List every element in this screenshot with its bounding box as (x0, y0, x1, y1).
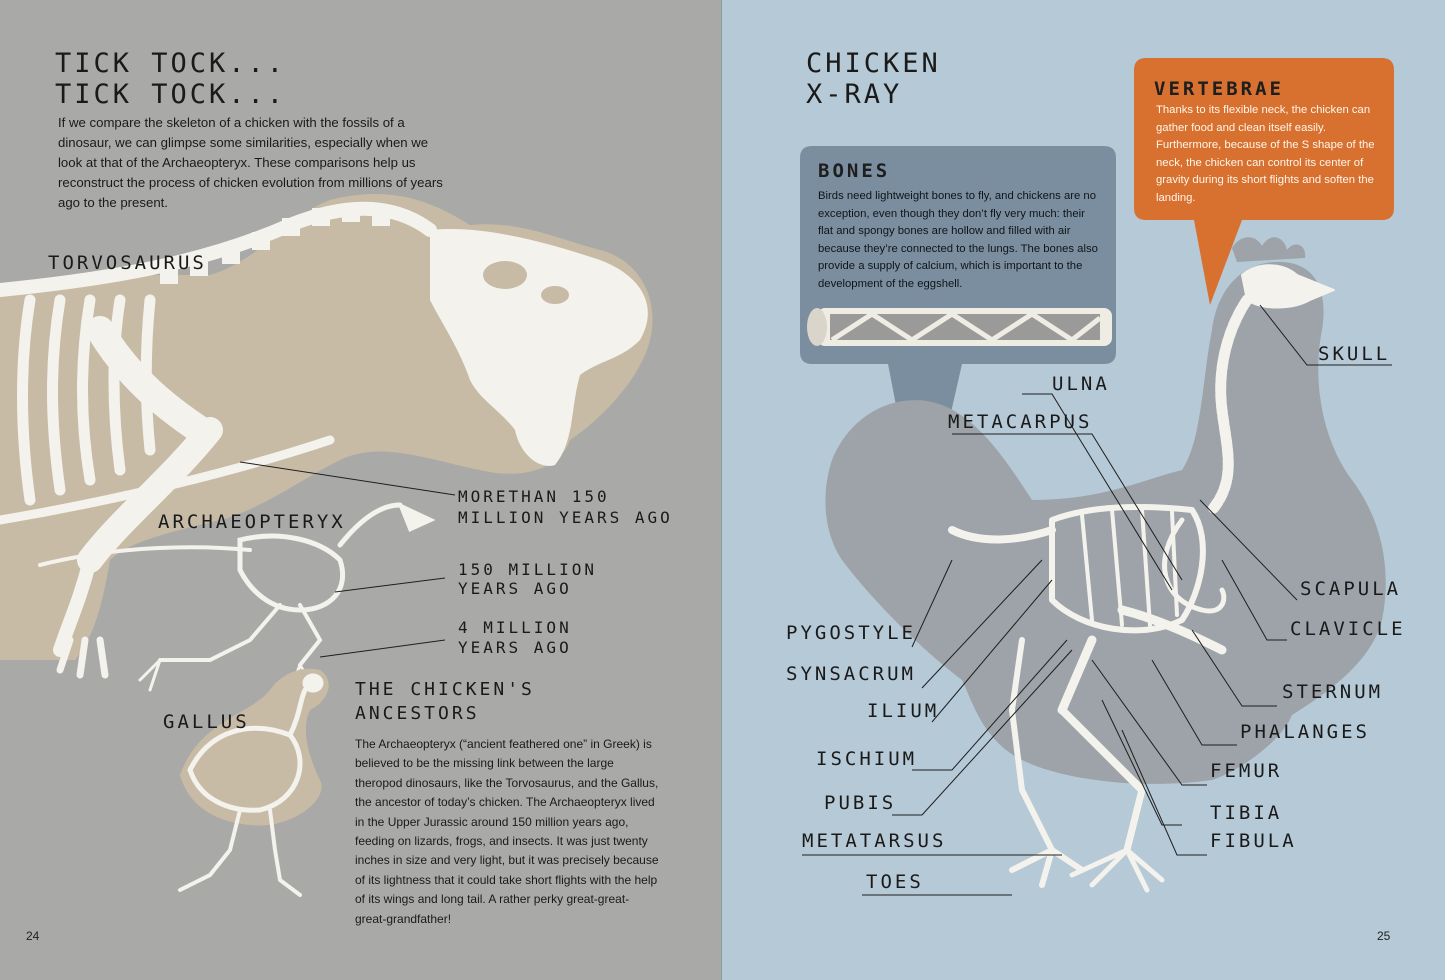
hollow-bone-drawing (807, 308, 1112, 346)
vertebrae-callout (1134, 58, 1394, 305)
sternum-bone (1117, 605, 1227, 655)
page-number-left: 24 (26, 929, 40, 943)
leader-femur (1091, 659, 1207, 786)
archaeopteryx-skeleton (38, 502, 436, 692)
ancestors-title-line1: THE CHICKEN'S (355, 679, 535, 700)
right-page: CHICKEN X-RAY BONES Birds need lightweig… (722, 0, 1445, 980)
chicken-silhouette (825, 261, 1386, 784)
timeline-3-line2: YEARS AGO (458, 638, 572, 657)
left-title: TICK TOCK... TICK TOCK... (55, 48, 286, 110)
timeline-2-line1: 150 MILLION (458, 560, 597, 579)
label-tibia: TIBIA (1210, 802, 1283, 824)
label-femur: FEMUR (1210, 760, 1283, 782)
timeline-1-line1: MORETHAN 150 (458, 487, 610, 506)
leader-pygostyle (911, 559, 953, 648)
leader-pubis (892, 649, 1073, 816)
toes-bones (1069, 847, 1165, 893)
label-scapula: SCAPULA (1300, 578, 1402, 600)
label-ilium: ILIUM (867, 700, 940, 722)
ancestors-title: THE CHICKEN'S ANCESTORS (355, 678, 535, 726)
label-pygostyle: PYGOSTYLE (786, 622, 916, 644)
label-metacarpus: METACARPUS (948, 411, 1093, 433)
leader-gallus (319, 639, 446, 658)
metatarsus-bone (1123, 786, 1146, 854)
vertebrae-box-text: Thanks to its flexible neck, the chicken… (1156, 104, 1375, 204)
timeline-more-than-150: MORETHAN 150 MILLION YEARS AGO (458, 486, 673, 528)
label-synsacrum: SYNSACRUM (786, 663, 916, 685)
leader-clavicle (1221, 559, 1287, 641)
book-spine (721, 0, 722, 980)
label-clavicle: CLAVICLE (1290, 618, 1406, 640)
vertebrae-box-title: VERTEBRAE (1154, 78, 1284, 100)
label-ischium: ISCHIUM (816, 748, 918, 770)
leader-synsacrum (921, 559, 1043, 689)
ancestors-paragraph: The Archaeopteryx (“ancient feathered on… (355, 737, 659, 926)
page-number-right: 25 (1377, 929, 1391, 943)
leader-archaeopteryx (334, 577, 446, 593)
timeline-150: 150 MILLION YEARS AGO (458, 560, 597, 598)
neck-vertebrae (1206, 294, 1253, 516)
intro-paragraph: If we compare the skeleton of a chicken … (58, 115, 443, 210)
gallus-skeleton (178, 673, 324, 897)
timeline-1-line2: MILLION YEARS AGO (458, 508, 673, 527)
leader-tibia (1101, 699, 1182, 826)
leader-scapula (1199, 499, 1298, 601)
right-title: CHICKEN X-RAY (806, 48, 941, 110)
tibia-bone (1058, 706, 1146, 794)
label-torvosaurus: TORVOSAURUS (48, 252, 207, 274)
leader-sternum (1191, 629, 1277, 707)
label-fibula: FIBULA (1210, 830, 1297, 852)
tail-pygostyle (948, 526, 1056, 544)
left-title-line1: TICK TOCK... (55, 48, 287, 79)
leader-ilium (931, 579, 1053, 723)
label-skull: SKULL (1318, 343, 1391, 365)
chicken-skeleton (948, 264, 1335, 893)
left-page: TICK TOCK... TICK TOCK... If we compare … (0, 0, 722, 980)
timeline-2-line2: YEARS AGO (458, 579, 572, 598)
label-toes: TOES (866, 871, 924, 893)
label-gallus: GALLUS (163, 711, 250, 733)
ribcage (1049, 504, 1206, 634)
bones-box-title: BONES (818, 160, 891, 182)
label-archaeopteryx: ARCHAEOPTERYX (158, 511, 346, 533)
ancestors-title-line2: ANCESTORS (355, 703, 480, 724)
leader-ischium (912, 639, 1068, 771)
leader-fibula (1121, 729, 1207, 856)
timeline-3-line1: 4 MILLION (458, 618, 572, 637)
right-title-line2: X-RAY (806, 79, 903, 110)
femur-bone (1057, 635, 1097, 715)
torvosaurus-skull (430, 229, 648, 466)
leader-torvosaurus (239, 461, 456, 496)
dinosaur-illustration (0, 194, 653, 897)
wing-bones (1162, 517, 1227, 614)
leader-ulna (1022, 393, 1173, 591)
timeline-4: 4 MILLION YEARS AGO (458, 618, 572, 658)
chicken-xray-illustration (800, 58, 1394, 896)
leader-skull (1259, 304, 1392, 366)
label-metatarsus: METATARSUS (802, 830, 947, 852)
leader-phalanges (1151, 659, 1237, 746)
label-pubis: PUBIS (824, 792, 897, 814)
bones-box-text: Birds need lightweight bones to fly, and… (818, 190, 1098, 290)
right-title-line1: CHICKEN (806, 48, 941, 79)
label-phalanges: PHALANGES (1240, 721, 1370, 743)
label-sternum: STERNUM (1282, 681, 1384, 703)
leader-metacarpus (952, 433, 1183, 581)
label-ulna: ULNA (1052, 373, 1110, 395)
left-title-line2: TICK TOCK... (55, 79, 287, 110)
